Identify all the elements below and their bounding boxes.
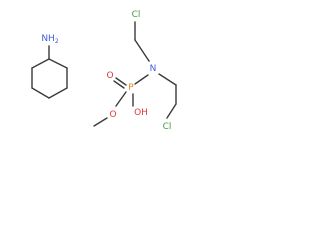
upper-ch2-bond — [134, 39, 150, 62]
double-bond-oxygen-label: O — [106, 71, 113, 81]
o-methyl-bond — [93, 117, 108, 127]
lower-chlorine-label: Cl — [163, 122, 172, 132]
phosphorus-label: P — [128, 83, 134, 93]
n-ch2-bond — [158, 73, 177, 86]
upper-chlorine-label: Cl — [132, 10, 141, 20]
ring-bond-1 — [31, 58, 50, 69]
hydroxyl-label: OH — [134, 108, 148, 118]
nitrogen-label: N — [150, 64, 157, 74]
p-ester-o-bond — [115, 91, 127, 107]
chemical-structure-diagram: NH2 Cl N Cl P O OH O — [0, 0, 208, 148]
cyclohexane-ring — [31, 45, 68, 99]
n-p-bond — [134, 74, 149, 85]
ring-bond-6 — [48, 58, 68, 69]
lower-chloroethyl-arm — [158, 73, 177, 119]
p-o-double-bond-b — [113, 80, 125, 89]
amine-text: NH — [41, 34, 55, 44]
ring-bond-4 — [48, 87, 68, 99]
ester-oxygen-label: O — [109, 110, 116, 120]
amine-subscript: 2 — [55, 38, 59, 45]
amine-label: NH2 — [41, 34, 59, 45]
structure-svg: NH2 Cl N Cl P O OH O — [31, 10, 177, 132]
upper-chloroethyl-arm — [134, 21, 150, 62]
ring-bond-3 — [31, 87, 50, 99]
p-o-double-bond-a — [115, 77, 127, 86]
lower-cl-bond — [166, 103, 177, 119]
